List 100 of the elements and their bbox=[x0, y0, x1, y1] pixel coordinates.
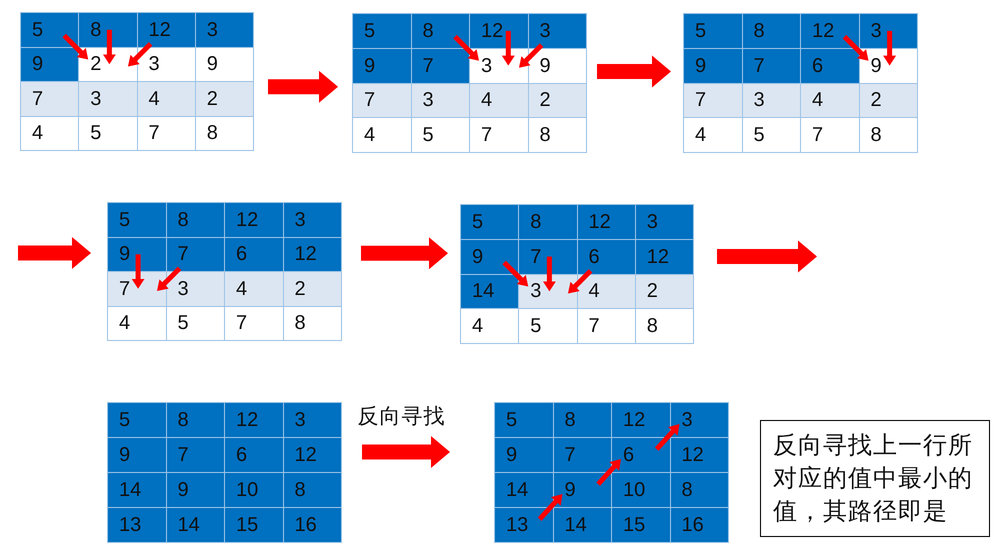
matrix-cell bbox=[495, 438, 552, 472]
number-text: 2 bbox=[294, 278, 306, 299]
matrix-cell bbox=[742, 48, 800, 82]
matrix-cell bbox=[166, 403, 224, 437]
matrix-cell bbox=[495, 403, 552, 437]
arrow bbox=[502, 30, 515, 66]
number-text: 12 bbox=[236, 210, 258, 230]
matrix-cell bbox=[578, 240, 635, 274]
number-text: 12 bbox=[294, 244, 317, 264]
matrix-cell bbox=[412, 48, 469, 82]
arrow bbox=[542, 256, 556, 292]
number-text: 5 bbox=[530, 316, 542, 336]
matrix-cell bbox=[554, 473, 611, 507]
number-text: 8 bbox=[682, 480, 693, 500]
matrix-cell bbox=[225, 272, 282, 306]
matrix-cell bbox=[284, 306, 341, 340]
number-text: 5 bbox=[472, 212, 484, 232]
number-text: 2 bbox=[870, 90, 882, 110]
matrix-cell bbox=[578, 205, 635, 239]
edge-label: 反向寻找 bbox=[358, 404, 446, 430]
number-text: 4 bbox=[812, 90, 824, 110]
matrix-cell bbox=[353, 48, 410, 82]
matrix-cell bbox=[461, 309, 518, 343]
matrix-cell bbox=[528, 14, 586, 48]
matrix-cell bbox=[554, 508, 611, 542]
matrix-cell bbox=[742, 84, 800, 118]
number-text: 4 bbox=[364, 125, 376, 146]
number-text: 9 bbox=[506, 445, 518, 465]
matrix-cell bbox=[225, 508, 282, 542]
number-text: 4 bbox=[119, 313, 130, 334]
matrix-cell bbox=[684, 118, 742, 152]
number-text: 7 bbox=[178, 244, 189, 264]
number-text: 6 bbox=[588, 246, 600, 267]
number-text: 3 bbox=[682, 410, 693, 430]
matrix-cell bbox=[166, 508, 224, 542]
block-arrow bbox=[597, 56, 671, 88]
number-text: 16 bbox=[682, 515, 704, 535]
number-text: 5 bbox=[422, 125, 434, 146]
number-text: 12 bbox=[588, 212, 611, 232]
number-text: 3 bbox=[206, 20, 218, 40]
matrix-cell bbox=[196, 116, 253, 150]
number-text: 2 bbox=[90, 54, 102, 74]
matrix-cell bbox=[166, 473, 224, 507]
number-text: 3 bbox=[294, 410, 306, 430]
number-text: 5 bbox=[695, 20, 706, 41]
number-text: 8 bbox=[294, 313, 306, 334]
number-text: 9 bbox=[119, 244, 130, 264]
number-text: 14 bbox=[178, 515, 200, 535]
number-text: 12 bbox=[236, 410, 258, 430]
number-text: 3 bbox=[178, 278, 189, 299]
block-arrow bbox=[18, 237, 91, 269]
matrix-cell bbox=[519, 205, 576, 239]
matrix-cell bbox=[166, 272, 224, 306]
matrix-cell bbox=[860, 84, 917, 118]
number-text: 8 bbox=[564, 410, 576, 430]
number-text: 9 bbox=[870, 56, 882, 76]
number-text: 8 bbox=[754, 20, 765, 41]
number-text: 3 bbox=[481, 56, 492, 76]
matrix-cell bbox=[461, 240, 518, 274]
matrix-cell bbox=[108, 508, 166, 542]
matrix-cell bbox=[578, 274, 635, 308]
number-text: 7 bbox=[119, 278, 130, 299]
matrix-cell bbox=[670, 508, 728, 542]
number-grid bbox=[107, 402, 342, 543]
number-text: 7 bbox=[236, 313, 248, 334]
matrix-cell bbox=[225, 203, 282, 236]
number-text: 9 bbox=[119, 445, 130, 465]
number-text: 3 bbox=[540, 20, 551, 41]
matrix-cell bbox=[612, 438, 670, 472]
number-text: 3 bbox=[294, 210, 306, 230]
number-text: 7 bbox=[422, 56, 434, 76]
matrix-cell bbox=[519, 240, 576, 274]
matrix-cell bbox=[284, 203, 341, 236]
matrix-cell bbox=[108, 438, 166, 472]
number-text: 9 bbox=[472, 246, 484, 267]
number-text: 5 bbox=[178, 313, 189, 334]
matrix-cell bbox=[528, 84, 586, 118]
number-text: 9 bbox=[564, 480, 576, 500]
matrix-cell bbox=[196, 13, 253, 46]
number-text: 6 bbox=[236, 445, 248, 465]
matrix-cell bbox=[138, 116, 195, 150]
number-text: 15 bbox=[623, 515, 646, 535]
number-text: 8 bbox=[294, 480, 306, 500]
matrix-cell bbox=[166, 203, 224, 236]
matrix-cell bbox=[225, 473, 282, 507]
number-text: 4 bbox=[148, 88, 160, 109]
matrix-cell bbox=[108, 473, 166, 507]
matrix-cell bbox=[284, 403, 341, 437]
number-text: 12 bbox=[646, 246, 669, 267]
matrix-cell bbox=[412, 118, 469, 152]
number-text: 14 bbox=[506, 480, 528, 500]
matrix-cell bbox=[801, 84, 858, 118]
number-text: 13 bbox=[506, 515, 528, 535]
matrix-cell bbox=[79, 116, 136, 150]
matrix-cell bbox=[801, 14, 858, 48]
number-text: 4 bbox=[236, 278, 248, 299]
matrix-cell bbox=[21, 48, 78, 81]
number-grid bbox=[494, 402, 729, 543]
number-text: 3 bbox=[148, 54, 160, 74]
matrix-cell bbox=[225, 403, 282, 437]
